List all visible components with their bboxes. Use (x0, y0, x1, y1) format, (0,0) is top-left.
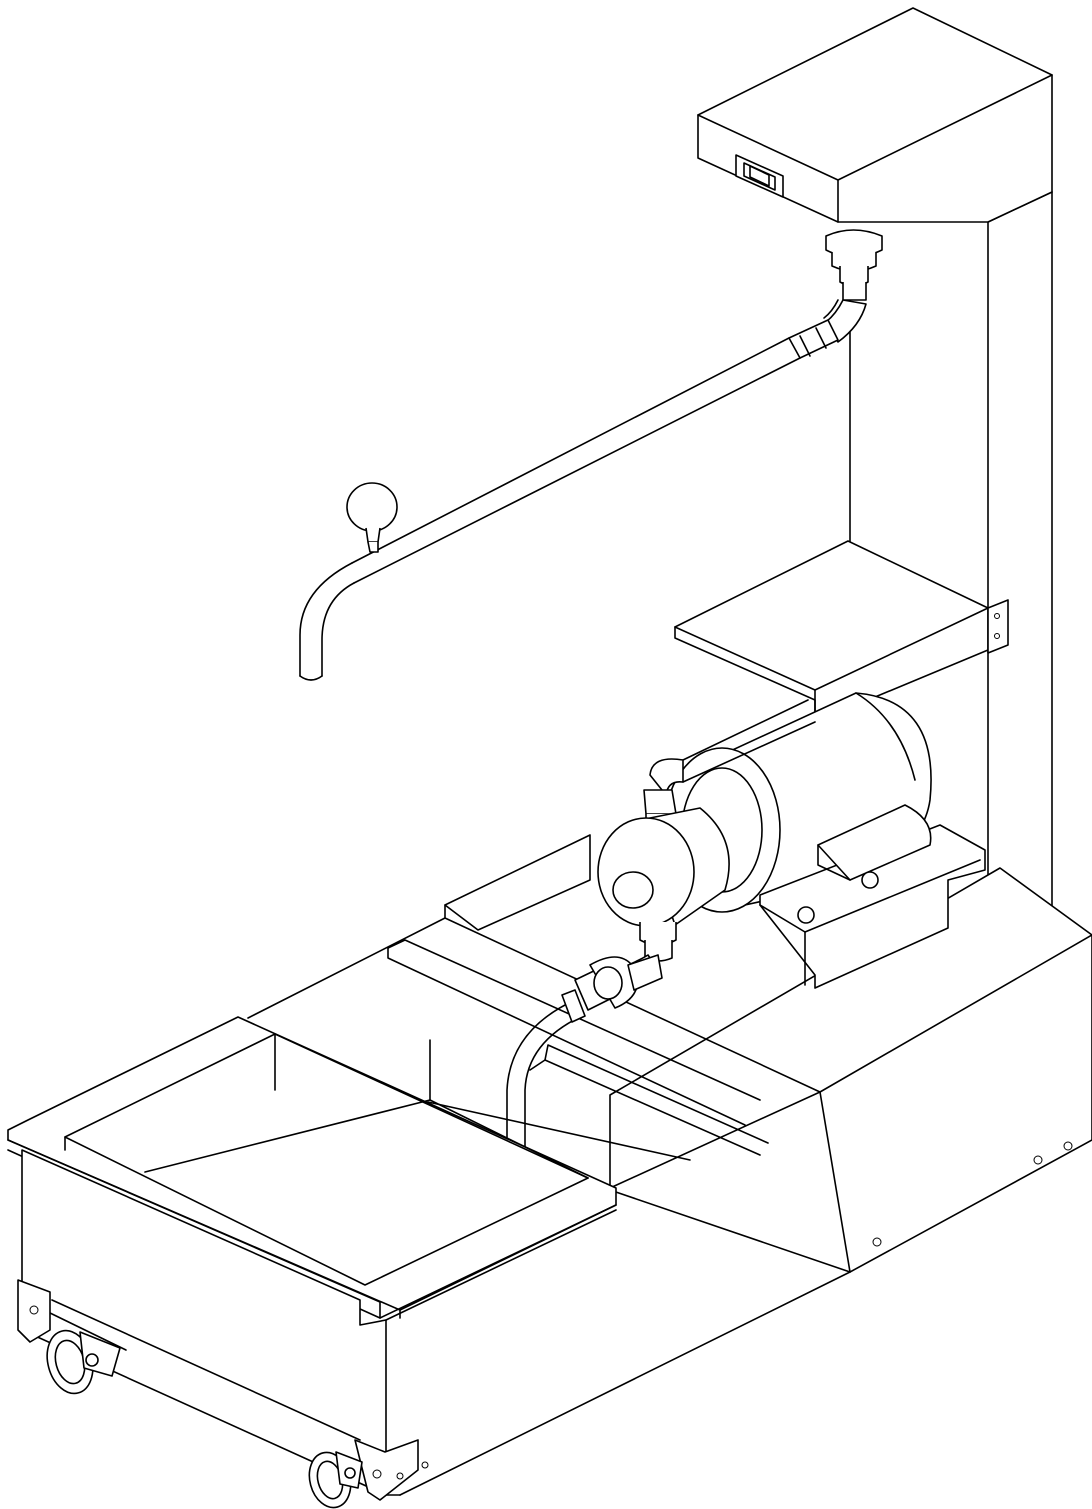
rocker-switch (735, 154, 784, 198)
corner-bracket-left (17, 1279, 51, 1343)
motor-shelf (674, 540, 1009, 723)
pump-head (597, 807, 730, 986)
control-box (697, 7, 1053, 301)
flexible-hose (506, 954, 663, 1151)
filter-pan (7, 1016, 617, 1496)
valve-knob (346, 482, 398, 553)
caster-rear (308, 1451, 363, 1509)
center-tray (247, 834, 821, 1161)
pump-motor (663, 692, 986, 989)
corner-bracket-right (354, 1439, 429, 1501)
return-pipe (299, 299, 867, 681)
caster-front (46, 1329, 121, 1395)
